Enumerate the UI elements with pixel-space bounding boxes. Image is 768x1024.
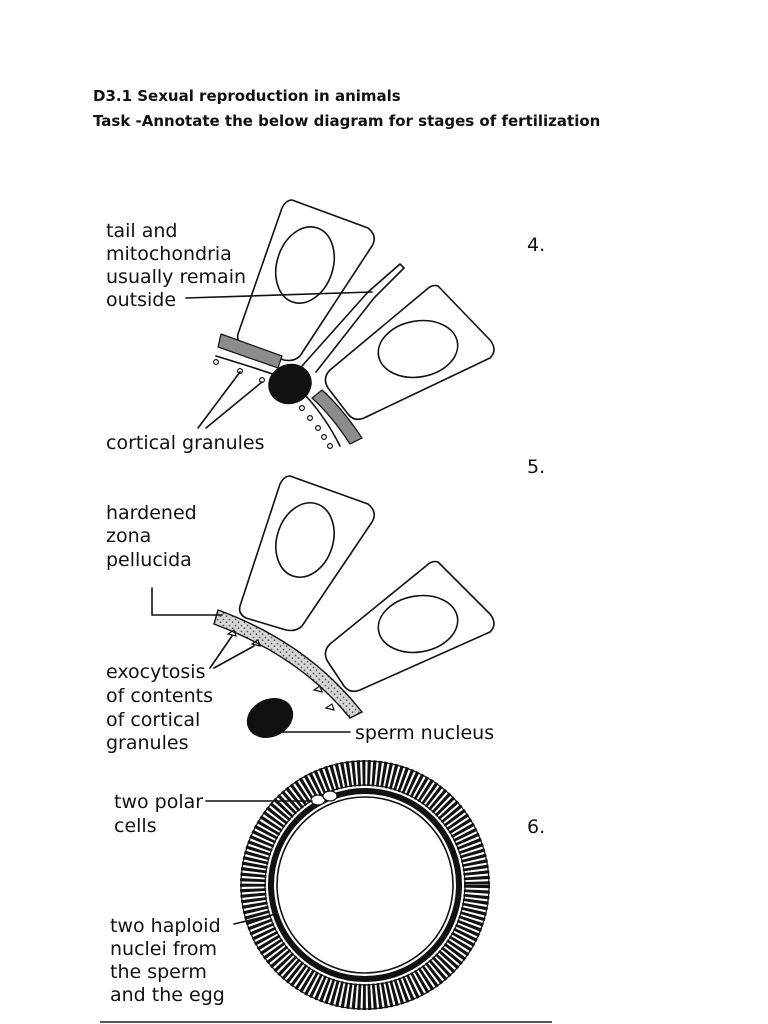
label-tail: tail and	[106, 220, 177, 242]
exocytosis-sites	[226, 629, 335, 711]
follicle-nucleus	[274, 226, 336, 304]
leader-line	[197, 371, 241, 429]
label-zona: zona	[106, 525, 151, 547]
bottom-rule	[100, 1021, 552, 1023]
page-title: D3.1 Sexual reproduction in animals	[93, 87, 401, 105]
egg-cytoplasm	[276, 796, 454, 974]
label-polar-cells: cells	[114, 815, 157, 837]
cortical-granules	[213, 359, 334, 450]
zona-band	[268, 788, 462, 982]
corona-radiata	[240, 760, 490, 1010]
stage-5-figure	[151, 475, 495, 738]
zona-pellucida	[311, 389, 363, 445]
label-exocytosis: of contents	[106, 685, 213, 707]
leader-line	[233, 913, 277, 925]
sperm-tail	[301, 263, 405, 373]
label-exocytosis: granules	[106, 732, 188, 754]
label-haploid-nuclei: two haploid	[110, 915, 221, 937]
stage-number: 4.	[527, 234, 545, 256]
polar-cell	[322, 790, 338, 802]
task-instruction: Task -Annotate the below diagram for sta…	[93, 112, 601, 130]
stage-4-figure	[185, 199, 495, 450]
label-tail: outside	[106, 289, 176, 311]
follicle-nucleus	[377, 594, 459, 654]
follicle-cell	[324, 284, 495, 421]
follicle-cell	[238, 475, 376, 632]
follicle-nucleus	[275, 502, 335, 578]
leader-line	[213, 645, 255, 669]
hardened-zona-pellucida	[213, 609, 364, 719]
label-tail: mitochondria	[106, 243, 232, 265]
stage-number: 6.	[527, 816, 545, 838]
sperm-head	[268, 363, 312, 405]
sperm-nucleus	[246, 698, 294, 738]
stage-6-figure	[205, 760, 490, 1010]
follicle-nucleus	[377, 319, 459, 379]
leader-line	[205, 381, 263, 429]
leader-line	[151, 587, 223, 616]
label-haploid-nuclei: nuclei from	[110, 938, 217, 960]
label-haploid-nuclei: the sperm	[110, 961, 207, 983]
label-zona: hardened	[106, 502, 197, 524]
label-tail: usually remain	[106, 266, 246, 288]
zona-pellucida	[217, 333, 283, 369]
label-haploid-nuclei: and the egg	[110, 984, 225, 1006]
label-exocytosis: of cortical	[106, 709, 200, 731]
leader-line	[185, 291, 373, 299]
label-cortical-granules: cortical granules	[106, 432, 265, 454]
label-exocytosis: exocytosis	[106, 661, 205, 683]
label-zona: pellucida	[106, 549, 192, 571]
label-polar-cells: two polar	[114, 791, 203, 813]
stage-number: 5.	[527, 456, 545, 478]
follicle-cell	[324, 560, 495, 693]
follicle-cell	[236, 199, 376, 362]
plasma-membrane	[305, 395, 341, 447]
label-sperm-nucleus: sperm nucleus	[355, 722, 494, 744]
leader-line	[209, 635, 233, 669]
